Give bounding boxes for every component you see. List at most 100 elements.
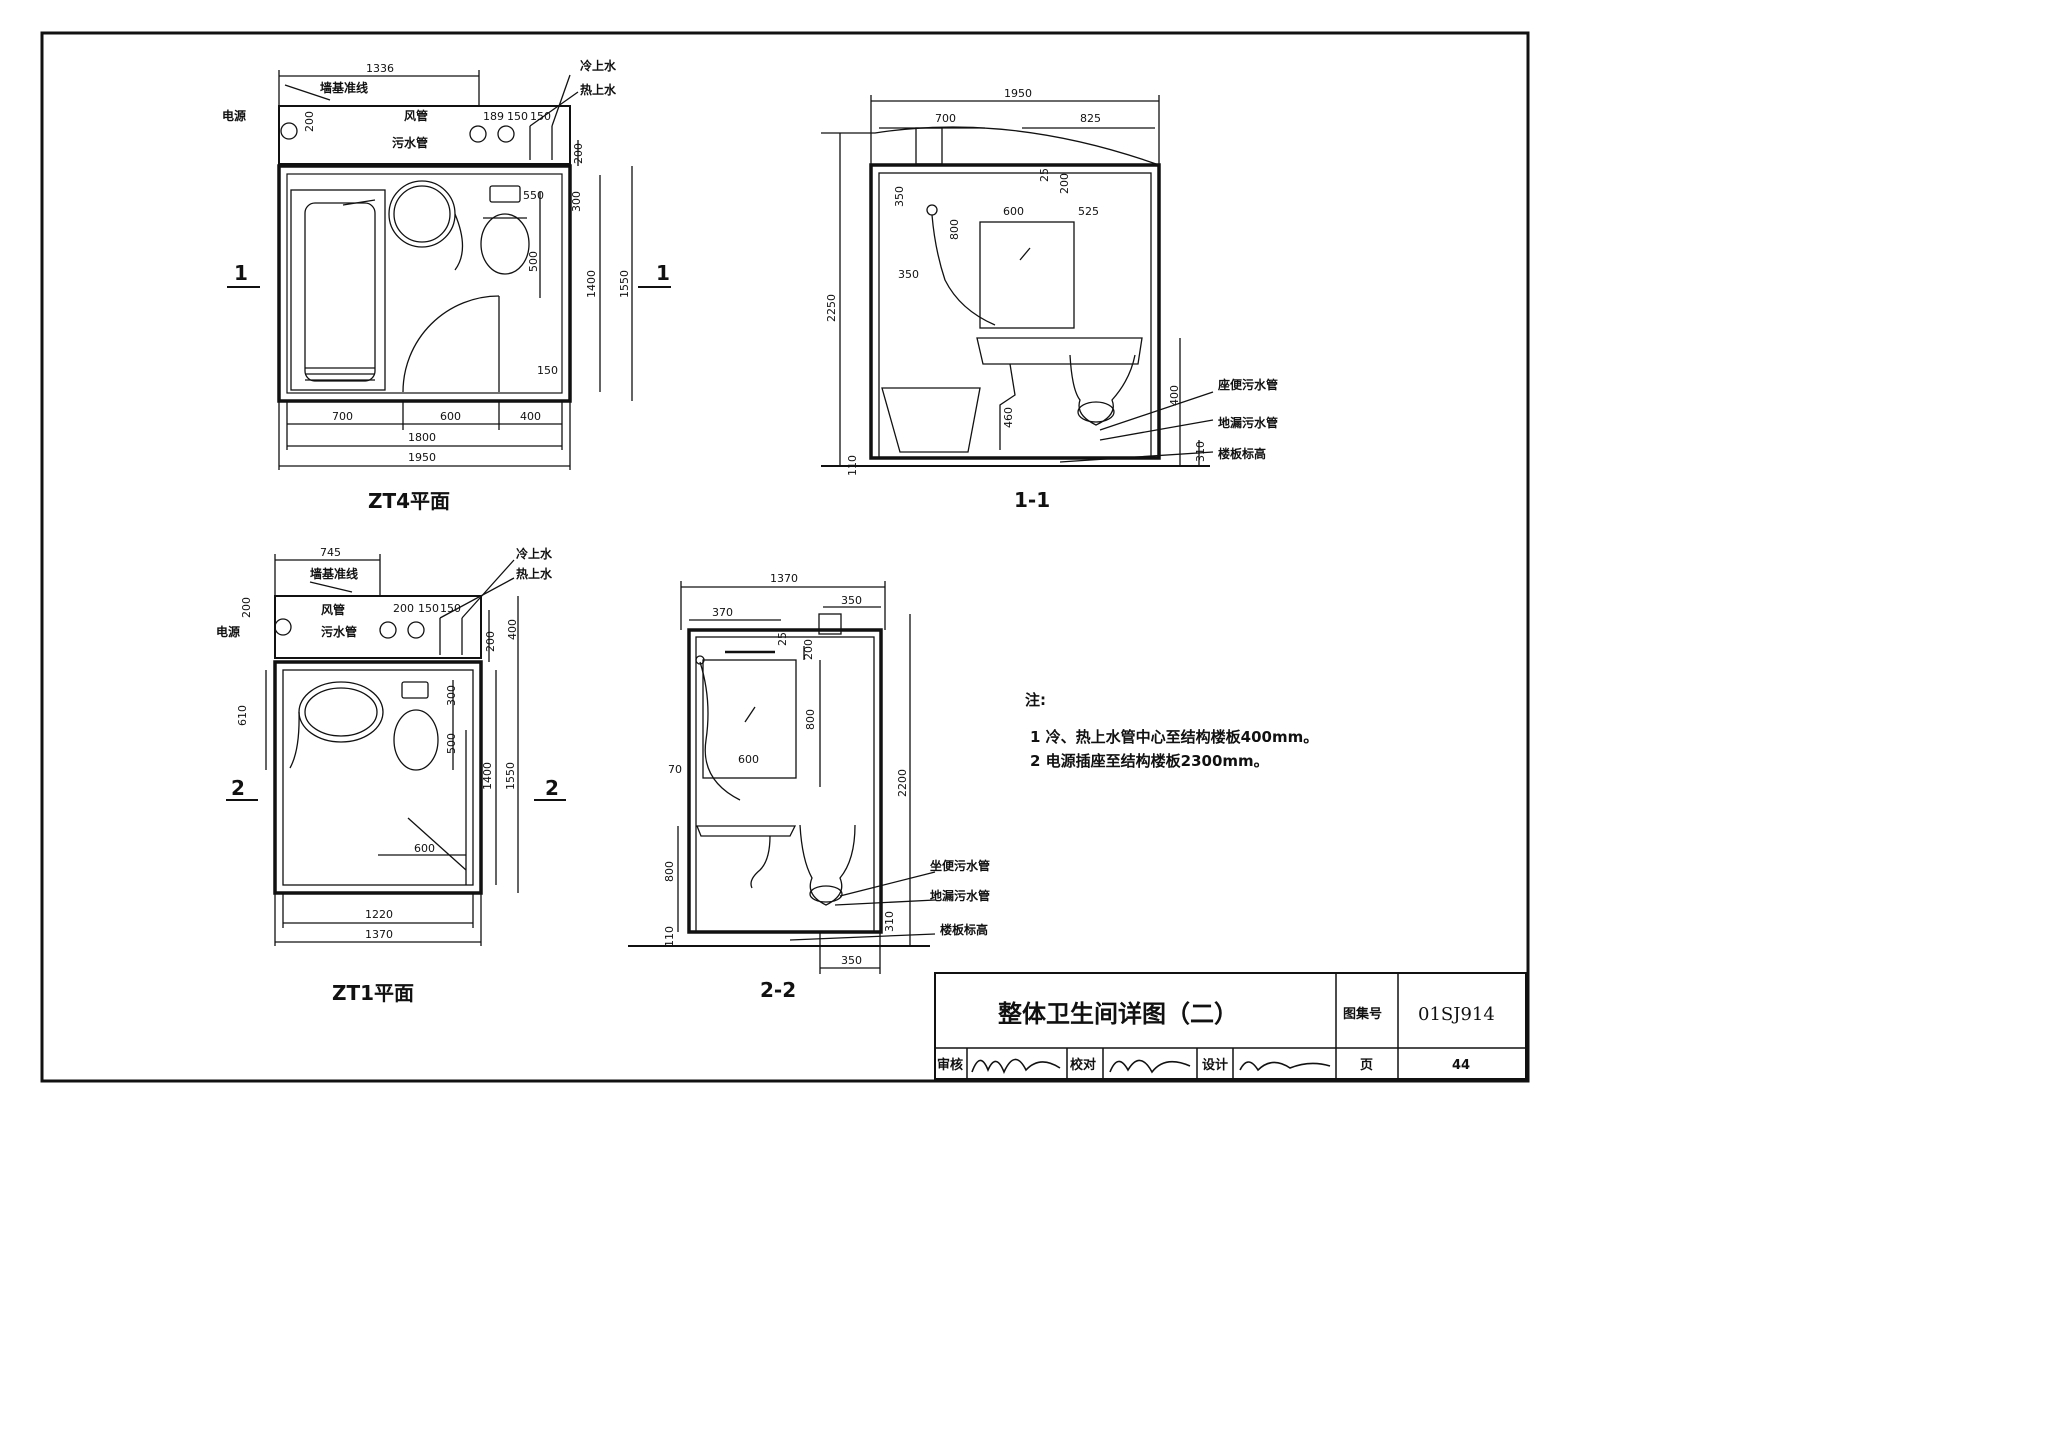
sec22-dim-top: 1370 xyxy=(770,572,798,585)
zt4-texts: 1336 墙基准线 冷上水 热上水 电源 风管 污水管 200 189 150 … xyxy=(222,58,670,513)
title-block xyxy=(934,972,1527,1080)
zt1-dim-b1220: 1220 xyxy=(365,908,393,921)
sec11-label-toilet-pipe: 座便污水管 xyxy=(1217,377,1278,392)
sec22-dim-350t: 350 xyxy=(841,594,862,607)
sec22-dim-600: 600 xyxy=(738,753,759,766)
zt1-dim-b1370: 1370 xyxy=(365,928,393,941)
sec11-dim-350a: 350 xyxy=(893,186,906,207)
zt4-dim-b600: 600 xyxy=(440,410,461,423)
zt1-label-power: 电源 xyxy=(216,624,240,639)
sheet-border xyxy=(40,31,1530,1083)
zt1-label-sewage: 污水管 xyxy=(321,624,357,639)
sec22-label-floor-drain: 地漏污水管 xyxy=(930,888,990,903)
design-label: 设计 xyxy=(1202,1057,1228,1073)
zt4-dim-550: 550 xyxy=(523,189,544,202)
review-label: 审核 xyxy=(937,1057,963,1073)
zt4-section-mark-left: 1 xyxy=(234,261,248,285)
zt4-label-wall-base: 墙基准线 xyxy=(320,80,368,95)
zt4-dim-b400: 400 xyxy=(520,410,541,423)
drawing-sheet: 1336 墙基准线 冷上水 热上水 电源 风管 污水管 200 189 150 … xyxy=(40,31,1530,1083)
zt1-texts: 745 墙基准线 冷上水 热上水 电源 风管 污水管 200 200 150 1… xyxy=(216,546,559,1005)
zt1-dim-1550: 1550 xyxy=(504,762,517,790)
sec11-dim-800: 800 xyxy=(948,219,961,240)
zt4-dim-b1800: 1800 xyxy=(408,431,436,444)
zt4-label-hot-water: 热上水 xyxy=(580,82,617,97)
zt4-dim-200r: 200 xyxy=(572,143,585,164)
zt4-section-mark-right: 1 xyxy=(656,261,670,285)
zt1-dim-1400: 1400 xyxy=(481,762,494,790)
sec22-title: 2-2 xyxy=(760,978,796,1002)
zt1-dim-300: 300 xyxy=(445,685,458,706)
zt4-label-cold-water: 冷上水 xyxy=(580,58,617,73)
zt1-dim-600: 600 xyxy=(414,842,435,855)
zt4-plan xyxy=(227,70,671,470)
sec11-dim-top: 1950 xyxy=(1004,87,1032,100)
sec22-dim-70: 70 xyxy=(668,763,682,776)
sec11-dim-2250: 2250 xyxy=(825,294,838,322)
sec22-dim-370: 370 xyxy=(712,606,733,619)
notes-heading: 注: xyxy=(1025,691,1046,709)
note-item-1: 1 冷、热上水管中心至结构楼板400mm。 xyxy=(1030,728,1318,746)
sec22-dim-200: 200 xyxy=(802,639,815,660)
zt1-dim-610: 610 xyxy=(236,705,249,726)
drawing-title: 整体卫生间详图（二） xyxy=(998,1000,1238,1028)
section-1-1 xyxy=(821,95,1214,467)
page-label: 页 xyxy=(1360,1058,1373,1073)
sec11-dim-200: 200 xyxy=(1058,173,1071,194)
zt1-dim-200: 200 xyxy=(393,602,414,615)
notes: 注: 1 冷、热上水管中心至结构楼板400mm。 2 电源插座至结构楼板2300… xyxy=(1025,691,1318,770)
zt1-plan xyxy=(226,554,566,946)
sec11-dim-825: 825 xyxy=(1080,112,1101,125)
zt4-dim-200: 200 xyxy=(303,111,316,132)
title-block-texts: 整体卫生间详图（二） 图集号 01SJ914 审核 校对 设计 页 44 xyxy=(937,1000,1495,1073)
zt4-dim-150a: 150 xyxy=(507,110,528,123)
sec11-dim-25: 25 xyxy=(1038,168,1051,182)
zt1-title: ZT1平面 xyxy=(332,981,414,1005)
sec22-dim-2200: 2200 xyxy=(896,769,909,797)
zt1-label-wall-base: 墙基准线 xyxy=(310,566,358,581)
sec22-dim-310: 310 xyxy=(883,911,896,932)
zt4-title: ZT4平面 xyxy=(368,489,450,513)
sec22-label-floor-level: 楼板标高 xyxy=(940,922,988,937)
check-label: 校对 xyxy=(1070,1057,1096,1073)
sec11-dim-700: 700 xyxy=(935,112,956,125)
zt4-dim-1400: 1400 xyxy=(585,270,598,298)
section-1-1-texts: 1950 700 825 350 800 25 200 600 525 350 … xyxy=(825,87,1278,512)
zt1-dim-400: 400 xyxy=(506,619,519,640)
sec22-dim-110: 110 xyxy=(663,926,676,947)
zt1-label-cold-water: 冷上水 xyxy=(516,546,553,561)
zt1-dim-500: 500 xyxy=(445,733,458,754)
section-2-2-texts: 1370 370 350 25 200 800 600 70 2200 800 … xyxy=(663,572,990,1002)
zt1-section-mark-right: 2 xyxy=(545,776,559,800)
zt1-label-air-duct: 风管 xyxy=(321,602,345,617)
zt4-dim-b700: 700 xyxy=(332,410,353,423)
page-number: 44 xyxy=(1452,1058,1470,1073)
sec11-dim-460: 460 xyxy=(1002,407,1015,428)
zt1-label-hot-water: 热上水 xyxy=(516,566,553,581)
sec22-dim-350b: 350 xyxy=(841,954,862,967)
sec22-label-toilet-pipe: 坐便污水管 xyxy=(930,858,990,873)
zt1-dim-150b: 150 xyxy=(440,602,461,615)
zt1-dim-150a: 150 xyxy=(418,602,439,615)
zt4-dim-150s: 150 xyxy=(537,364,558,377)
zt4-dim-300: 300 xyxy=(570,191,583,212)
zt1-dim-200r: 200 xyxy=(484,631,497,652)
sec11-dim-310: 310 xyxy=(1194,441,1207,462)
zt4-dim-189: 189 xyxy=(483,110,504,123)
zt1-section-mark-left: 2 xyxy=(231,776,245,800)
sec11-dim-110: 110 xyxy=(846,455,859,476)
zt4-label-power: 电源 xyxy=(222,108,246,123)
note-item-2: 2 电源插座至结构楼板2300mm。 xyxy=(1030,752,1269,770)
zt4-label-sewage: 污水管 xyxy=(392,135,428,150)
sec22-dim-800a: 800 xyxy=(804,709,817,730)
sec11-dim-350b: 350 xyxy=(898,268,919,281)
zt1-dim-top: 745 xyxy=(320,546,341,559)
section-2-2 xyxy=(628,581,936,974)
sec11-label-floor-level: 楼板标高 xyxy=(1218,446,1266,461)
atlas-label: 图集号 xyxy=(1343,1006,1382,1022)
sec11-dim-400: 400 xyxy=(1168,385,1181,406)
sec11-title: 1-1 xyxy=(1014,488,1050,512)
sec22-dim-800b: 800 xyxy=(663,861,676,882)
zt4-dim-b1950: 1950 xyxy=(408,451,436,464)
zt4-label-air-duct: 风管 xyxy=(404,108,428,123)
